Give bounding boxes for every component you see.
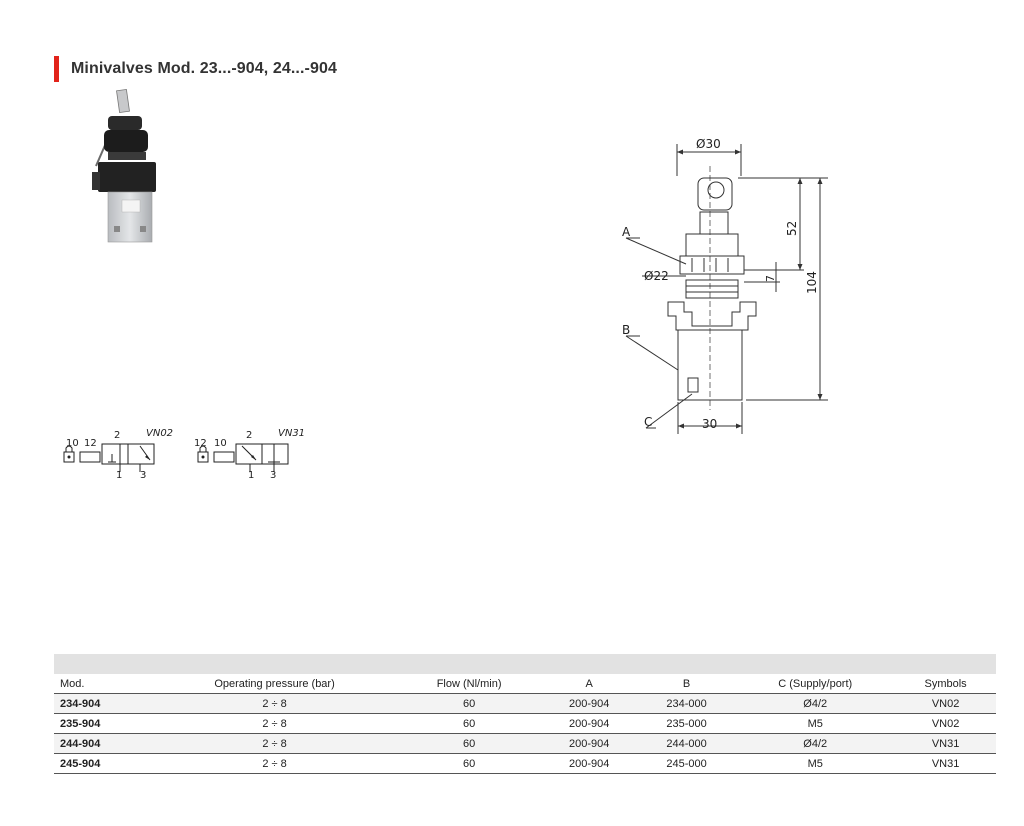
dim-d22-label: Ø22 xyxy=(644,269,669,283)
cell-flow: 60 xyxy=(462,757,476,770)
spec-table: Mod. Operating pressure (bar) Flow (Nl/m… xyxy=(54,654,996,774)
col-pressure: Operating pressure (bar) xyxy=(214,677,335,690)
cell-pressure: 2 ÷ 8 xyxy=(262,697,287,710)
cell-flow: 60 xyxy=(462,737,476,750)
key-actuator-icon-2 xyxy=(213,451,235,463)
cell-a: 200-904 xyxy=(568,697,610,710)
cell-symbols: VN31 xyxy=(931,757,960,770)
cell-pressure: 2 ÷ 8 xyxy=(262,717,287,730)
col-symbols: Symbols xyxy=(924,677,967,690)
label-a: A xyxy=(622,225,631,239)
col-a: A xyxy=(585,677,593,690)
vn31-port-12: 12 xyxy=(194,438,207,449)
table-row: 245-904 2 ÷ 8 60 200-904 245-000 M5 VN31 xyxy=(54,754,996,774)
cell-b: 234-000 xyxy=(666,697,707,710)
vn02-port-2: 2 xyxy=(114,430,120,441)
vn02-port-10: 10 xyxy=(66,438,79,449)
lock-icon-2 xyxy=(197,451,209,463)
lock-icon xyxy=(63,451,75,463)
title-accent-bar xyxy=(54,56,59,82)
table-row: 234-904 2 ÷ 8 60 200-904 234-000 Ø4/2 VN… xyxy=(54,693,996,714)
dim-bottom-label: 30 xyxy=(702,417,717,431)
cell-b: 244-000 xyxy=(666,737,707,750)
dim-top-label: Ø30 xyxy=(696,137,721,151)
col-c: C (Supply/port) xyxy=(778,677,853,690)
cell-a: 200-904 xyxy=(568,717,610,730)
vn02-port-12: 12 xyxy=(84,438,97,449)
page-header: Minivalves Mod. 23...-904, 24...-904 xyxy=(54,56,337,82)
cell-c: Ø4/2 xyxy=(803,737,828,750)
table-row: 244-904 2 ÷ 8 60 200-904 244-000 Ø4/2 VN… xyxy=(54,733,996,754)
dim-7-label: 7 xyxy=(764,275,777,282)
cell-pressure: 2 ÷ 8 xyxy=(262,757,287,770)
cell-flow: 60 xyxy=(462,717,476,730)
vn31-code: VN31 xyxy=(278,428,305,439)
col-b: B xyxy=(682,677,691,690)
cell-mod: 235-904 xyxy=(60,717,101,730)
table-row: 235-904 2 ÷ 8 60 200-904 235-000 M5 VN02 xyxy=(54,714,996,734)
table-header-row: Mod. Operating pressure (bar) Flow (Nl/m… xyxy=(54,674,996,694)
vn31-port-2: 2 xyxy=(246,430,252,441)
cell-symbols: VN02 xyxy=(931,717,960,730)
pneumatic-symbols: 10 12 2 1 3 VN02 12 10 2 1 3 VN31 xyxy=(63,428,305,481)
col-mod: Mod. xyxy=(60,677,85,690)
cell-mod: 244-904 xyxy=(60,737,101,750)
page-title: Minivalves Mod. 23...-904, 24...-904 xyxy=(71,60,337,77)
cell-symbols: VN02 xyxy=(931,697,960,710)
vn02-port-1: 1 xyxy=(116,470,122,481)
vn02-port-3: 3 xyxy=(140,470,146,481)
cell-pressure: 2 ÷ 8 xyxy=(262,737,287,750)
key-actuator-icon xyxy=(79,451,101,463)
technical-drawing: Ø30 52 104 Ø22 7 30 A B C xyxy=(622,137,828,434)
table-header-band xyxy=(54,654,996,674)
cell-b: 245-000 xyxy=(666,757,707,770)
cell-symbols: VN31 xyxy=(931,737,960,750)
label-b: B xyxy=(622,323,630,337)
product-photo xyxy=(92,88,156,243)
cell-c: Ø4/2 xyxy=(803,697,828,710)
cell-c: M5 xyxy=(807,717,823,730)
cell-flow: 60 xyxy=(462,697,476,710)
vn31-port-3: 3 xyxy=(270,470,276,481)
vn02-code: VN02 xyxy=(146,428,173,439)
vn31-port-1: 1 xyxy=(248,470,254,481)
cell-a: 200-904 xyxy=(568,737,610,750)
cell-mod: 245-904 xyxy=(60,757,101,770)
dim-104-label: 104 xyxy=(805,271,819,294)
col-flow: Flow (Nl/min) xyxy=(436,677,502,690)
cell-mod: 234-904 xyxy=(60,697,101,710)
cell-a: 200-904 xyxy=(568,757,610,770)
cell-b: 235-000 xyxy=(666,717,707,730)
vn31-port-10: 10 xyxy=(214,438,227,449)
label-c: C xyxy=(644,415,652,429)
cell-c: M5 xyxy=(807,757,823,770)
dim-52-label: 52 xyxy=(785,221,799,236)
